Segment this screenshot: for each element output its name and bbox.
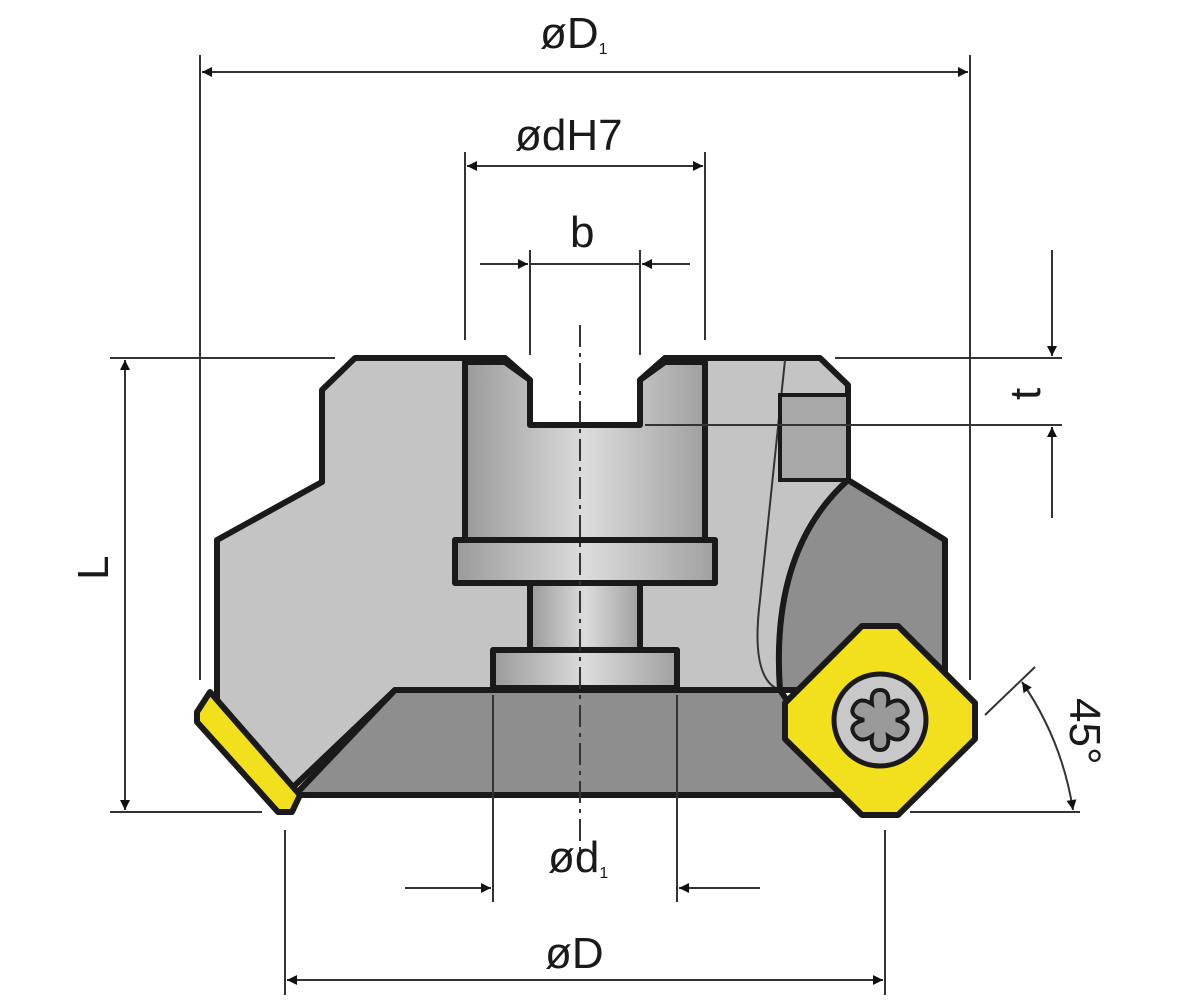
label-keyway-width: b bbox=[570, 208, 594, 257]
cutter-base bbox=[292, 687, 853, 798]
label-bore: ødH7 bbox=[515, 111, 623, 160]
label-keyway-depth: t bbox=[1001, 388, 1050, 400]
torx-screw-icon bbox=[850, 687, 910, 753]
cutter-body bbox=[194, 355, 978, 818]
label-cutting-diameter: øD bbox=[545, 929, 604, 978]
label-length: L bbox=[69, 556, 118, 580]
left-insert bbox=[194, 689, 303, 815]
dimension-lines bbox=[110, 55, 1080, 995]
bore bbox=[452, 359, 718, 691]
label-outer-diameter: øD1 bbox=[540, 9, 608, 58]
right-insert bbox=[782, 623, 978, 818]
label-angle: 45° bbox=[1060, 698, 1109, 765]
label-hub-diameter: ød1 bbox=[548, 833, 608, 882]
